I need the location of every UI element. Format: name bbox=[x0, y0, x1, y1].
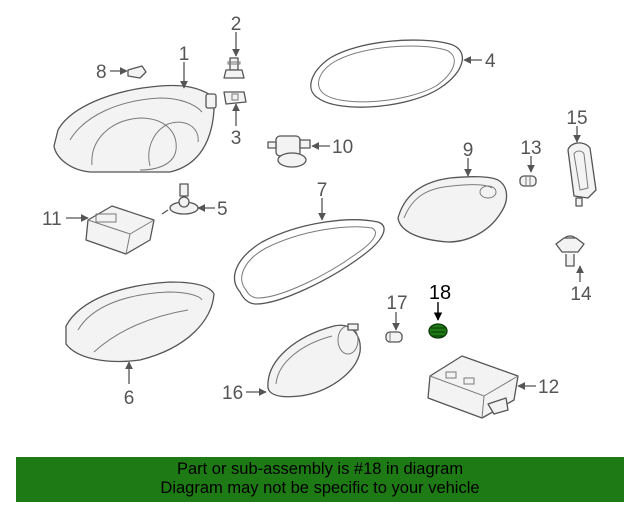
callout-2: 2 bbox=[231, 14, 242, 35]
callout-15: 15 bbox=[566, 108, 587, 129]
part-13-bulb bbox=[519, 175, 537, 187]
part-16-fog-lamp bbox=[267, 323, 361, 398]
callout-11: 11 bbox=[42, 209, 62, 230]
callout-8: 8 bbox=[96, 62, 107, 83]
part-12-ballast bbox=[427, 355, 519, 419]
part-10-leveling-motor bbox=[267, 135, 311, 168]
callout-16: 16 bbox=[222, 383, 243, 404]
callout-10: 10 bbox=[332, 137, 353, 158]
callout-4: 4 bbox=[485, 51, 496, 72]
part-14-bulb-socket bbox=[555, 235, 585, 267]
callout-13: 13 bbox=[520, 138, 541, 159]
part-18-highlighted bbox=[428, 323, 448, 339]
callout-12: 12 bbox=[538, 377, 559, 398]
callout-6: 6 bbox=[124, 388, 135, 409]
part-11-control-module bbox=[85, 205, 155, 255]
callout-1: 1 bbox=[179, 44, 190, 65]
info-banner: Part or sub-assembly is #18 in diagram D… bbox=[16, 457, 624, 502]
callout-17: 17 bbox=[386, 293, 407, 314]
parts-diagram: 1 2 3 4 5 6 7 8 9 10 11 12 13 14 15 16 1… bbox=[42, 14, 597, 419]
part-7-gasket bbox=[233, 219, 385, 305]
banner-line-2: Diagram may not be specific to your vehi… bbox=[160, 479, 480, 497]
leader-lines bbox=[66, 32, 584, 396]
callout-14: 14 bbox=[570, 284, 592, 305]
part-5-adjuster bbox=[161, 183, 199, 215]
callout-9: 9 bbox=[463, 140, 474, 161]
part-8-clip bbox=[127, 65, 147, 79]
part-2-bolt bbox=[223, 57, 245, 79]
banner-line-1: Part or sub-assembly is #18 in diagram bbox=[176, 460, 464, 478]
part-3-clip-nut bbox=[223, 91, 247, 105]
part-17-bulb bbox=[385, 331, 403, 343]
callout-18: 18 bbox=[429, 282, 451, 304]
part-15-reflector bbox=[567, 142, 597, 207]
part-9-side-marker bbox=[397, 176, 508, 243]
part-1-headlamp-assembly bbox=[53, 84, 217, 173]
callout-7: 7 bbox=[317, 180, 328, 201]
part-4-gasket bbox=[310, 39, 463, 108]
callout-3: 3 bbox=[231, 128, 242, 149]
callout-5: 5 bbox=[217, 199, 228, 220]
callout-numbers: 1 2 3 4 5 6 7 8 9 10 11 12 13 14 15 16 1… bbox=[42, 14, 592, 409]
part-6-fog-lamp bbox=[65, 281, 215, 363]
